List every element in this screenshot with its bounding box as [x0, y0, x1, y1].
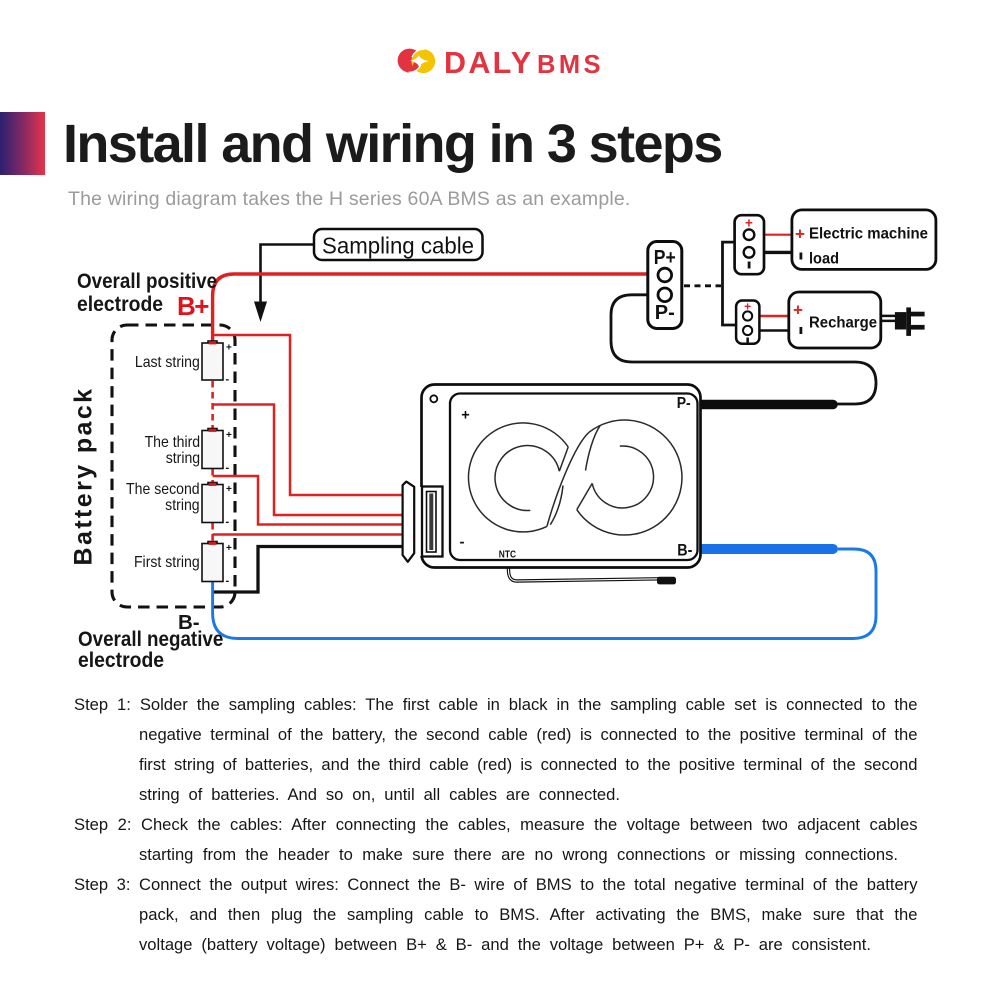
svg-text:Sampling cable: Sampling cable [322, 233, 474, 259]
svg-text:+: + [226, 430, 232, 441]
svg-text:Recharge: Recharge [809, 315, 877, 332]
svg-text:-: - [460, 534, 465, 551]
svg-text:Electric machine: Electric machine [809, 226, 928, 243]
svg-text:+: + [745, 216, 753, 231]
svg-text:-: - [226, 462, 230, 474]
svg-text:DALY: DALY [444, 46, 533, 80]
svg-text:P+: P+ [654, 247, 676, 269]
svg-text:-: - [226, 575, 230, 587]
svg-text:P-: P- [655, 302, 675, 324]
svg-text:B-: B- [677, 542, 692, 560]
svg-text:+: + [226, 343, 232, 354]
svg-text:+: + [744, 300, 751, 314]
svg-text:+: + [793, 301, 803, 320]
svg-text:+: + [226, 484, 232, 495]
svg-text:-: - [226, 516, 230, 528]
svg-text:+: + [461, 408, 469, 424]
svg-text:+: + [795, 225, 805, 244]
svg-text:NTC: NTC [499, 550, 516, 561]
svg-text:P-: P- [677, 395, 691, 412]
svg-text:-: - [226, 374, 230, 386]
svg-text:load: load [809, 251, 839, 268]
svg-text:+: + [226, 543, 232, 554]
svg-text:BMS: BMS [537, 51, 604, 79]
